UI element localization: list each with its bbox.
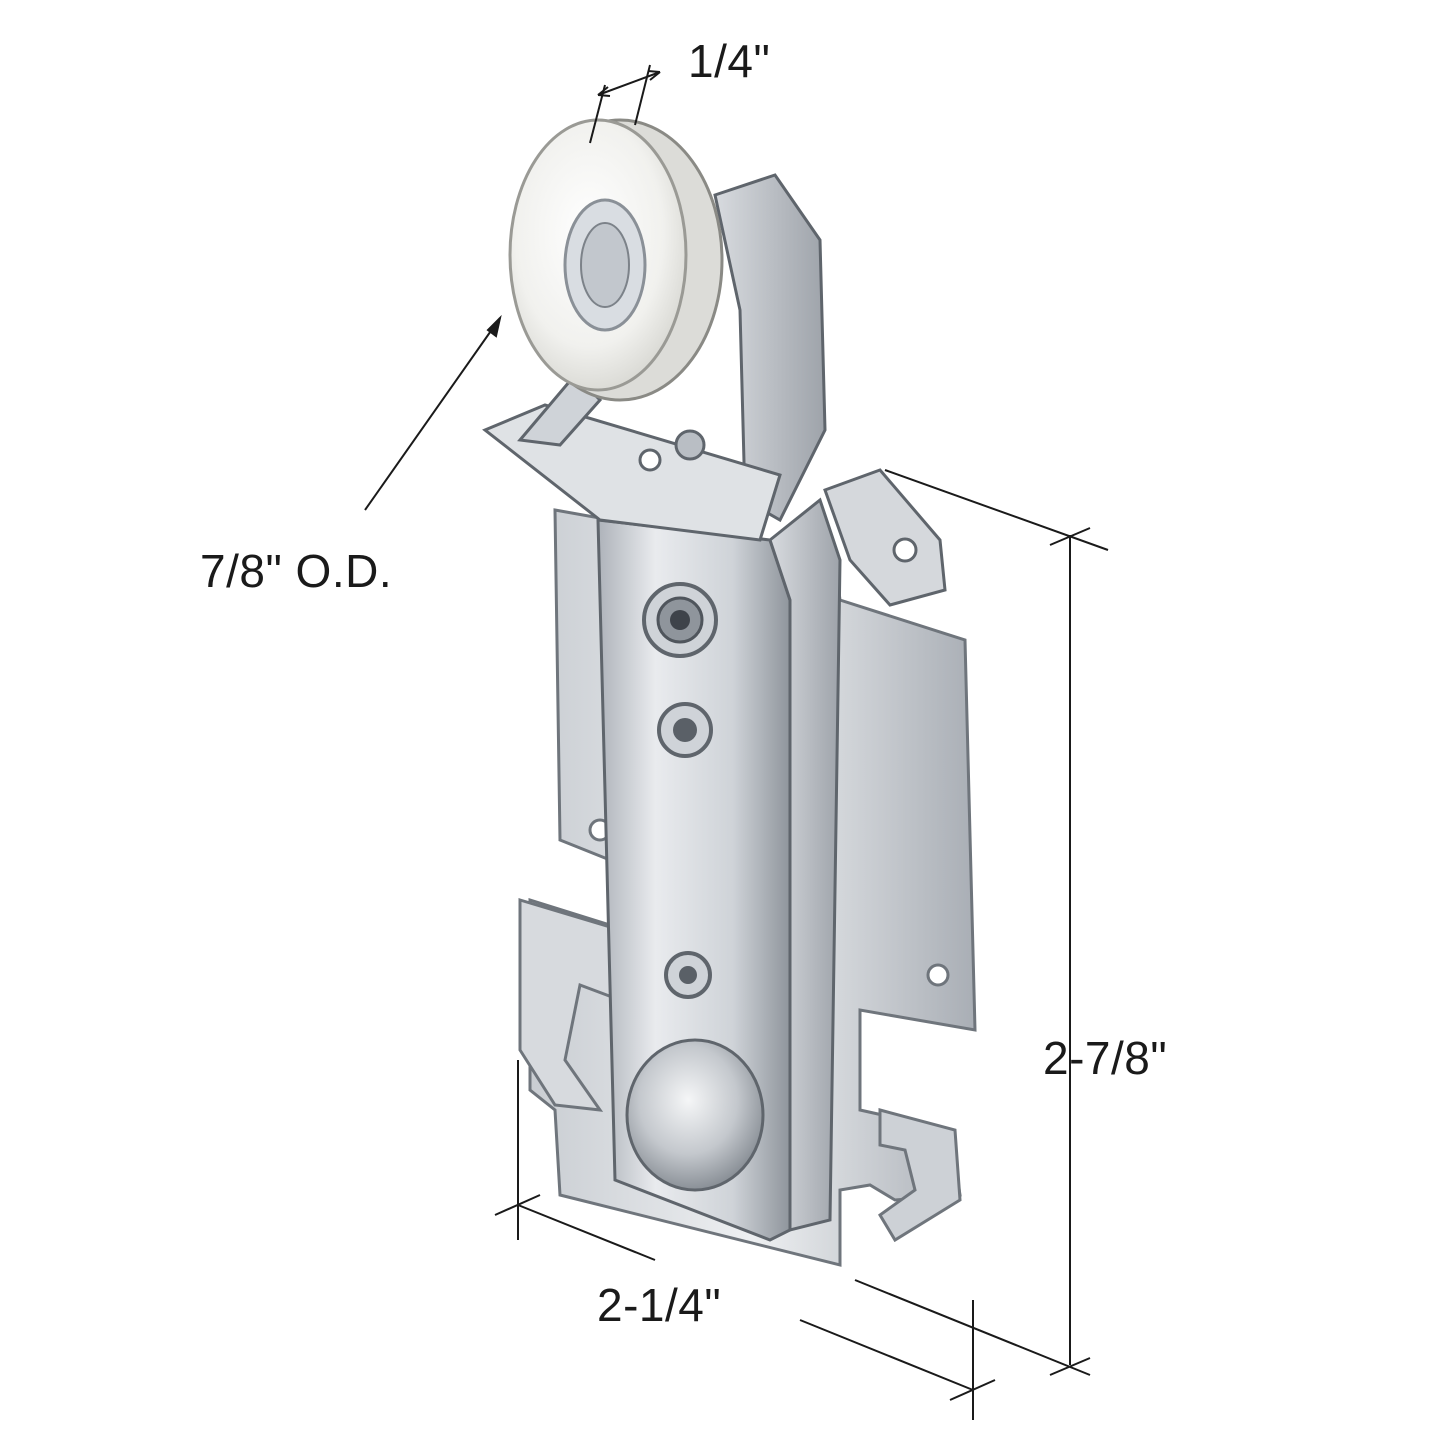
nylon-wheel xyxy=(508,118,724,402)
wheel-width-label: 1/4" xyxy=(688,35,771,87)
dimension-lines xyxy=(364,64,1109,1420)
overall-height-label: 2-7/8" xyxy=(1043,1032,1168,1084)
main-bracket-bar xyxy=(596,497,842,1242)
wheel-mount-arm xyxy=(482,173,827,542)
side-tab xyxy=(823,468,947,607)
overall-width-label: 2-1/4" xyxy=(597,1279,722,1331)
wheel-diameter-label: 7/8" O.D. xyxy=(200,545,393,597)
